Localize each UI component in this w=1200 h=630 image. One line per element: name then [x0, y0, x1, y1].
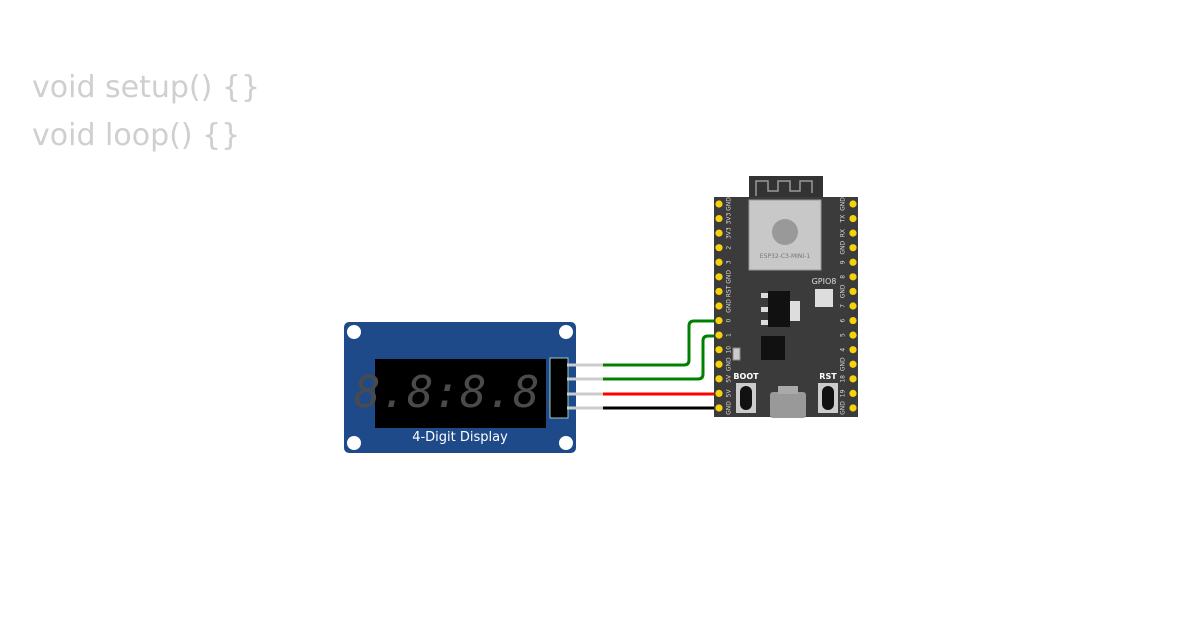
- led-label: GPIO8: [812, 277, 837, 286]
- pin-right-8[interactable]: [849, 273, 857, 281]
- code-line-loop[interactable]: void loop() {}: [32, 118, 241, 153]
- mount-hole: [559, 436, 573, 450]
- pin-right-gnd[interactable]: [849, 404, 857, 412]
- pin-label: 4: [840, 348, 847, 352]
- regulator: [768, 291, 790, 327]
- pin-label: 3V3: [726, 213, 733, 225]
- pin-left-10[interactable]: [715, 346, 723, 354]
- pin-label: 9: [840, 260, 847, 264]
- espressif-logo: [772, 219, 798, 245]
- pin-left-3v3[interactable]: [715, 229, 723, 237]
- pin-left-gnd[interactable]: [715, 404, 723, 412]
- pin-label: 8: [840, 275, 847, 279]
- pin-label: RX: [840, 229, 847, 237]
- pin-label: GND: [840, 284, 847, 298]
- esp32-c3-devkit[interactable]: ESP32-C3-MINI-1 GPIO8 BOOT RST GND 3V3 3V3…: [714, 176, 858, 418]
- mount-hole: [559, 325, 573, 339]
- pin-label: GND: [726, 299, 733, 313]
- pin-right-19[interactable]: [849, 389, 857, 398]
- pin-left-rst[interactable]: [715, 287, 723, 296]
- pin-right-7[interactable]: [849, 302, 857, 310]
- pin-left-5v[interactable]: [715, 375, 723, 383]
- pin-left-gnd[interactable]: [715, 302, 723, 310]
- power-led: [732, 347, 741, 361]
- pin-label: 1: [726, 333, 733, 337]
- antenna: [749, 176, 823, 200]
- tm1637-display[interactable]: 8.8:8.8. 4-Digit Display: [344, 322, 576, 453]
- pin-label: 10: [726, 346, 733, 354]
- pin-label: 19: [840, 389, 847, 397]
- pin-label: GND: [840, 240, 847, 254]
- pin-label: GND: [726, 401, 733, 415]
- pin-label: GND: [840, 357, 847, 371]
- display-label: 4-Digit Display: [412, 430, 508, 445]
- pin-left-3v3[interactable]: [715, 214, 723, 223]
- module-label: ESP32-C3-MINI-1: [760, 253, 811, 260]
- pin-right-gnd[interactable]: [849, 244, 857, 252]
- pin-left-5v[interactable]: [715, 389, 723, 398]
- pin-left-gnd[interactable]: [715, 360, 723, 368]
- pin-header: [549, 357, 569, 419]
- pin-right-5[interactable]: [849, 331, 857, 339]
- pin-right-9[interactable]: [849, 258, 857, 266]
- segment-window: [375, 359, 546, 428]
- pin-label: 7: [840, 304, 847, 308]
- pin-right-tx[interactable]: [849, 214, 857, 223]
- pin-left-2[interactable]: [715, 244, 723, 252]
- wire-clk[interactable]: [603, 319, 719, 367]
- pin-label: 0: [726, 318, 733, 322]
- pin-label: 3V3: [726, 227, 733, 239]
- pin-label: 3: [726, 260, 733, 264]
- pin-left-gnd[interactable]: [715, 200, 723, 208]
- pin-label: GND: [840, 197, 847, 211]
- pin-label: GND: [726, 197, 733, 211]
- pin-label: 5: [840, 333, 847, 337]
- boot-label: BOOT: [733, 372, 759, 381]
- pin-label: 5V: [726, 374, 733, 383]
- pin-right-gnd[interactable]: [849, 287, 857, 296]
- pin-label: GND: [726, 357, 733, 371]
- mount-hole: [347, 436, 361, 450]
- pin-right-gnd[interactable]: [849, 200, 857, 208]
- pin-left-1[interactable]: [715, 331, 723, 339]
- pin-right-gnd[interactable]: [849, 360, 857, 368]
- pin-label: GND: [726, 270, 733, 284]
- pin-right-6[interactable]: [849, 316, 857, 325]
- segment-digits: 8.8:8.8.: [354, 367, 566, 418]
- pin-right-18[interactable]: [849, 375, 857, 383]
- pin-left-gnd[interactable]: [715, 273, 723, 281]
- usb-chip: [761, 336, 785, 360]
- pin-right-rx[interactable]: [849, 229, 857, 237]
- pin-label: GND: [840, 401, 847, 415]
- pin-label: 6: [840, 318, 847, 322]
- pin-label: TX: [840, 215, 847, 224]
- pin-left-3[interactable]: [715, 258, 723, 266]
- pin-right-4[interactable]: [849, 346, 857, 354]
- mount-hole: [347, 325, 361, 339]
- code-line-setup[interactable]: void setup() {}: [32, 70, 261, 105]
- pin-label: 18: [840, 375, 847, 383]
- pin-label: RST: [726, 285, 733, 297]
- wire-dio[interactable]: [603, 334, 719, 381]
- rgb-led: [815, 289, 833, 307]
- pin-label: 2: [726, 246, 733, 250]
- pin-left-0[interactable]: [715, 316, 723, 325]
- usb-port: [770, 392, 806, 418]
- pin-label: 5V: [726, 389, 733, 398]
- rst-label: RST: [819, 372, 837, 381]
